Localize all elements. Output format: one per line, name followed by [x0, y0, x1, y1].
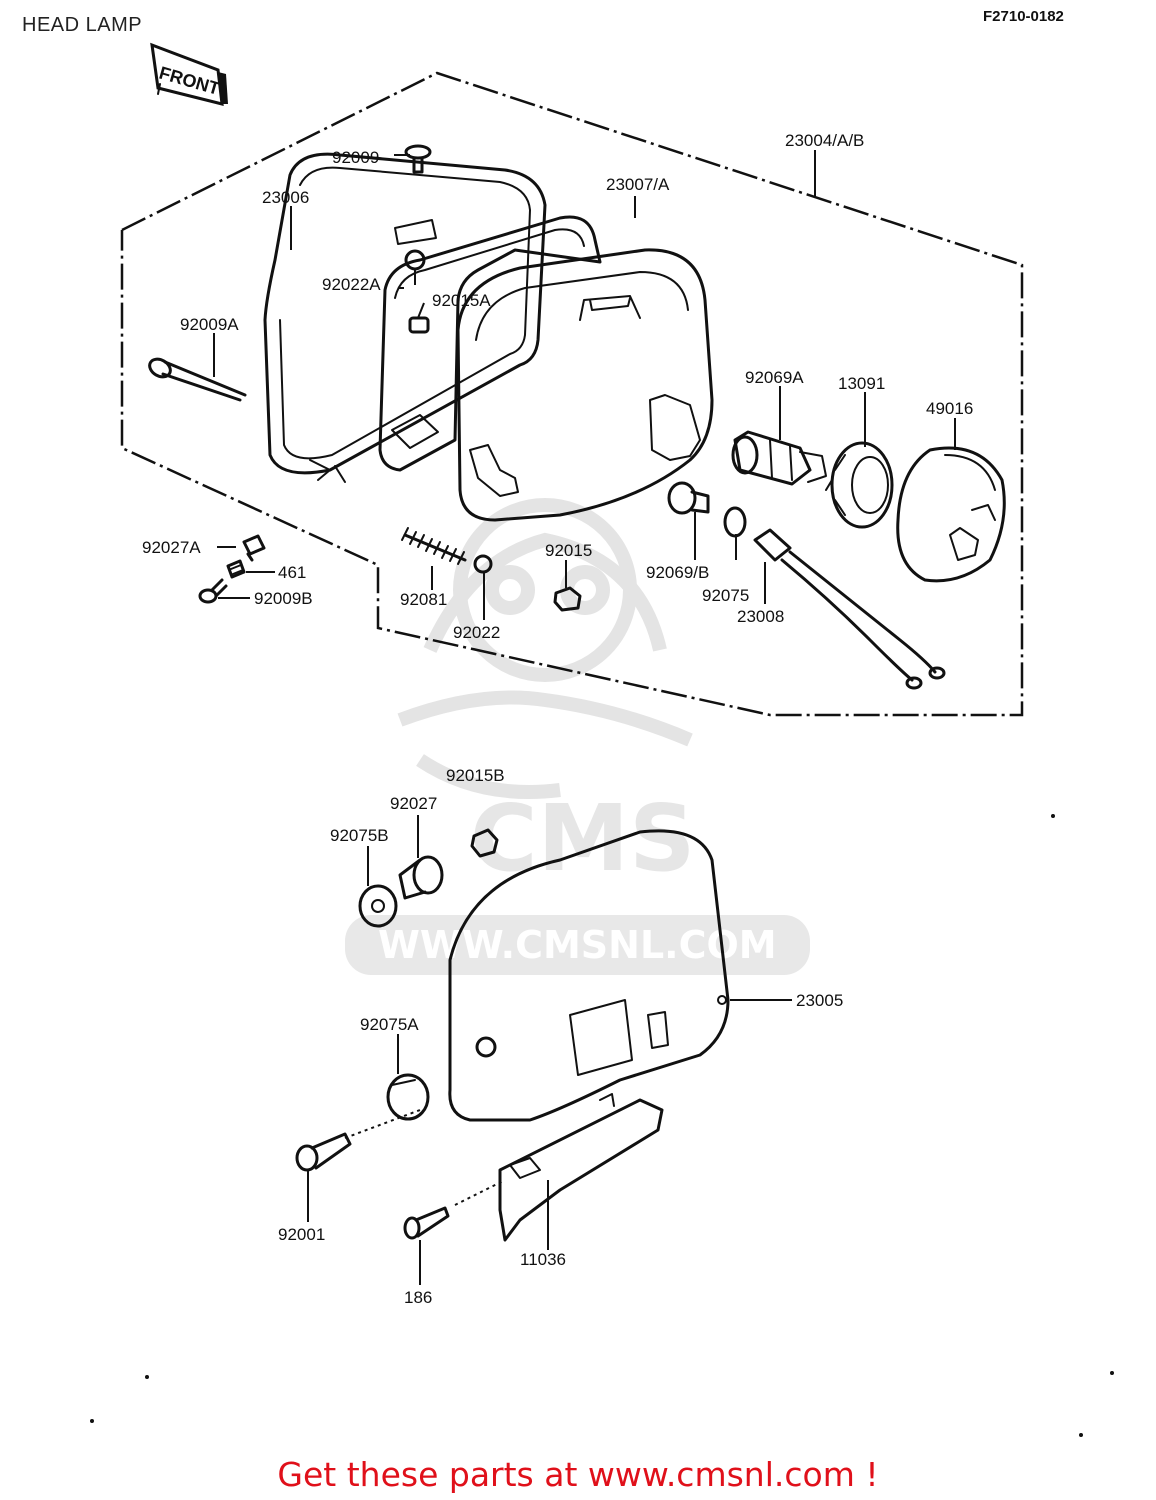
socket-wire-23008: [753, 528, 946, 690]
front-indicator: FRONT: [150, 42, 228, 106]
page-title: HEAD LAMP: [22, 14, 143, 36]
part-label: 23006: [262, 188, 309, 207]
headlamp-lens-unit: [456, 248, 714, 522]
spacer-92027: [398, 855, 444, 900]
headlamp-rim: [263, 152, 547, 483]
nut-92015a: [408, 316, 430, 334]
spring-461: [226, 559, 246, 579]
part-label: 23007/A: [606, 175, 670, 194]
part-label: 92069/B: [646, 563, 709, 582]
footer-cta-link[interactable]: Get these parts at www.cmsnl.com !: [277, 1455, 879, 1494]
part-label: 92075B: [330, 826, 389, 845]
part-label: 92009: [332, 148, 379, 167]
grommet-92075b: [358, 884, 398, 928]
part-label: 23005: [796, 991, 843, 1010]
part-label: 92022A: [322, 275, 381, 294]
screw-92009: [404, 144, 432, 174]
part-label: 92027: [390, 794, 437, 813]
part-label: 92015A: [432, 291, 491, 310]
watermark-mascot: [397, 498, 693, 799]
part-label: 23008: [737, 607, 784, 626]
spring-92081: [401, 527, 467, 565]
figure-code: F2710-0182: [983, 8, 1064, 25]
part-label: 49016: [926, 399, 973, 418]
part-label: 92075A: [360, 1015, 419, 1034]
part-label: 92001: [278, 1225, 325, 1244]
screw-92009a: [148, 357, 247, 402]
part-label: 92009A: [180, 315, 239, 334]
grommet-92075: [723, 506, 747, 538]
scan-specks: [90, 814, 1114, 1437]
part-label: 186: [404, 1288, 432, 1307]
screw-92009b: [198, 578, 228, 604]
part-label: 461: [278, 563, 306, 582]
part-label: 11036: [520, 1250, 566, 1269]
part-label: 92081: [400, 590, 447, 609]
part-label: 92015: [545, 541, 592, 560]
part-label: 92015B: [446, 766, 505, 785]
part-label: 13091: [838, 374, 885, 393]
headlamp-reflector-frame: [378, 215, 602, 472]
screw-186: [403, 1206, 450, 1240]
bolt-92027a: [242, 534, 266, 562]
part-label: 92009B: [254, 589, 313, 608]
leader-lines: [213, 150, 956, 1285]
bracket-11036: [498, 1093, 664, 1242]
nut-92015: [553, 586, 582, 612]
grommet-92075a: [386, 1073, 430, 1121]
part-labels: 92009 23004/A/B 23006 23007/A 92022A 920…: [142, 131, 973, 1307]
part-label: 92069A: [745, 368, 804, 387]
watermark: CMS WWW.CMSNL.COM: [345, 498, 810, 975]
cover-49016: [896, 446, 1006, 583]
watermark-url: WWW.CMSNL.COM: [378, 923, 777, 967]
nut-92015b: [470, 828, 499, 858]
socket-13091: [825, 441, 894, 529]
part-label: 92075: [702, 586, 749, 605]
part-label: 92027A: [142, 538, 201, 557]
headlamp-housing-23005: [448, 829, 730, 1122]
watermark-brand: CMS: [470, 785, 695, 892]
part-label: 23004/A/B: [785, 131, 864, 150]
bolt-92001: [295, 1132, 352, 1172]
part-label: 92022: [453, 623, 500, 642]
bulb-92069a: [731, 430, 827, 486]
bulb-92069b: [667, 481, 710, 515]
headlamp-assembly-boundary: [120, 71, 1024, 717]
front-arrow-icon: [157, 83, 161, 95]
